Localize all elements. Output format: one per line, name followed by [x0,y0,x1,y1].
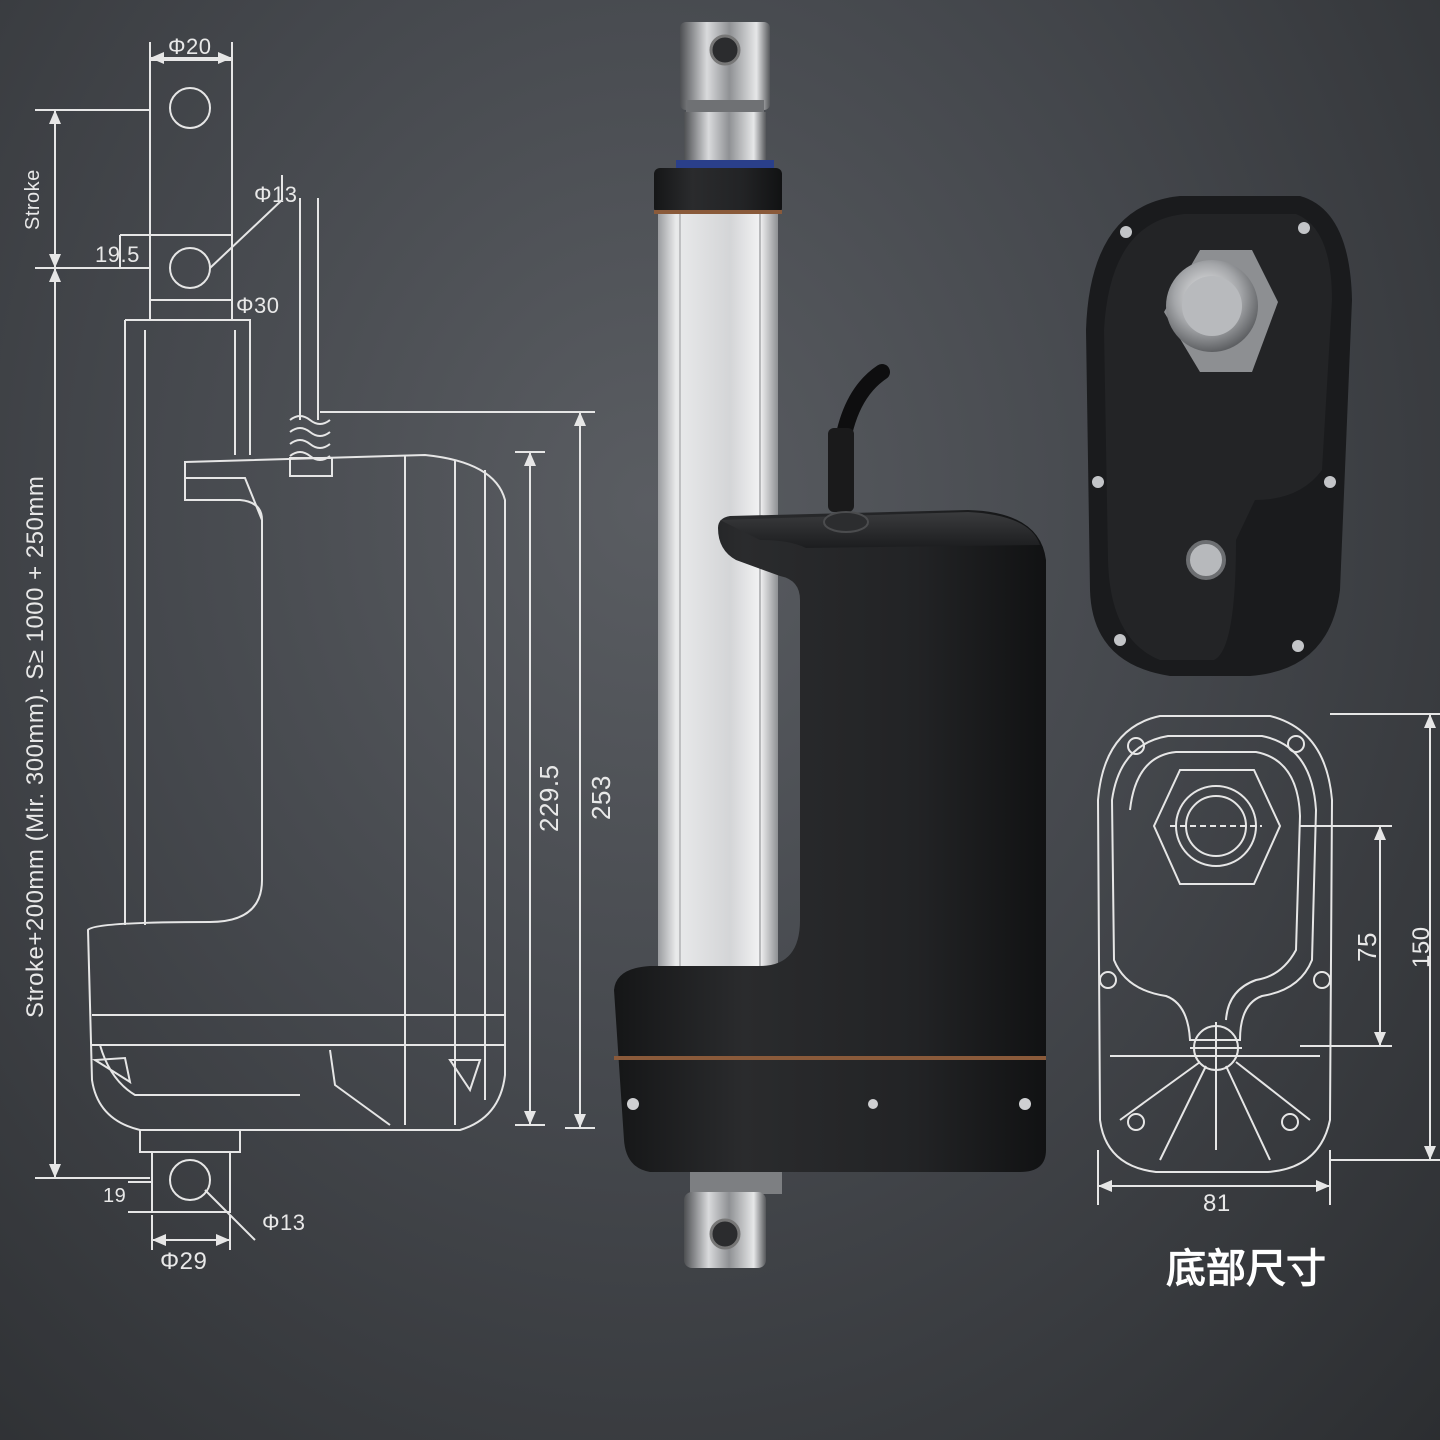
dim-width-81: 81 [1203,1190,1231,1217]
dim-bottom-dia29: Φ29 [160,1248,208,1275]
rod-end-top [680,22,770,110]
bottom-dimensions-caption: 底部尺寸 [1166,1246,1326,1292]
dim-top-rod-dia: Φ20 [168,34,212,59]
top-hole-circle [169,87,211,129]
dim-rod-dia: Φ30 [236,293,280,318]
bottom-hole-circle [169,1159,211,1201]
housing-outline [86,453,506,1131]
dim-bottom-19: 19 [103,1185,127,1207]
bottom-outline [1096,715,1334,1173]
dim-bottom-hole: Φ13 [262,1210,306,1235]
dim-top-hole: Φ13 [254,182,298,207]
dim-19-5: 19.5 [95,242,140,267]
aluminium-tube [658,214,778,994]
motor-housing [614,510,1046,1172]
dim-height-150: 150 [1408,926,1435,968]
tube-outline [124,319,251,925]
dim-height-75: 75 [1352,932,1382,962]
piston-rod [684,112,766,164]
